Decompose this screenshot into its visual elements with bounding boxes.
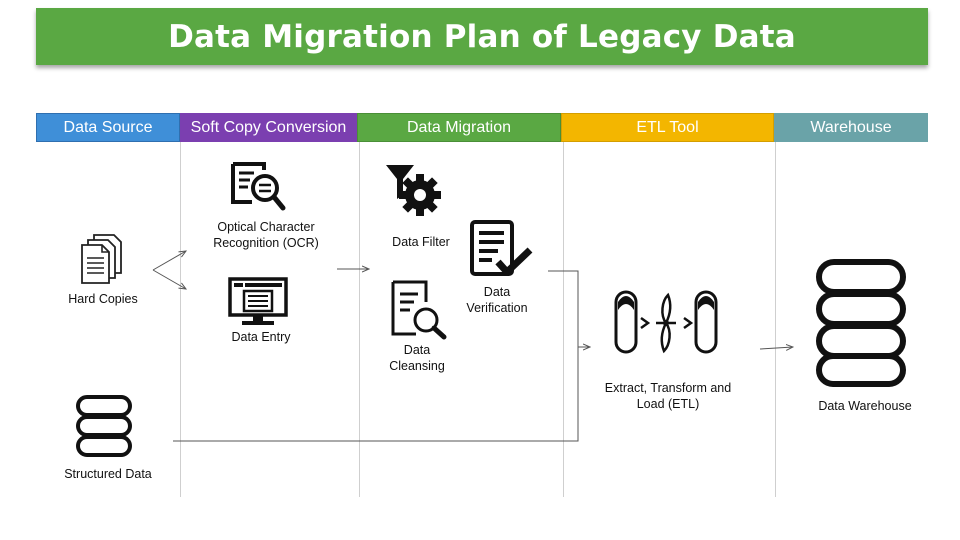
arrow-hardcopies-to-ocr	[152, 251, 186, 271]
line-structured-to-etl	[173, 347, 579, 442]
database-icon	[815, 258, 907, 393]
arrow-hardcopies-to-dataentry	[152, 269, 186, 289]
lane-divider	[563, 142, 564, 497]
structured-data-label: Structured Data	[64, 467, 152, 481]
data-cleansing-label-line2: Cleansing	[389, 359, 445, 373]
title-banner: Data Migration Plan of Legacy Data	[36, 8, 928, 65]
data-verification-label-line2: Verification	[466, 301, 528, 315]
hard-copies-label: Hard Copies	[68, 292, 138, 306]
arrow-verification-to-etl	[548, 270, 590, 347]
ocr-label-line1: Optical Character	[217, 220, 315, 234]
arrow-etl-to-warehouse	[759, 347, 793, 349]
documents-icon	[80, 233, 124, 290]
data-verification-label-line1: Data	[483, 285, 511, 299]
database-icon	[76, 395, 132, 462]
page-title: Data Migration Plan of Legacy Data	[168, 18, 796, 55]
data-cleansing-label-line1: Data	[403, 343, 431, 357]
data-filter-label: Data Filter	[392, 235, 450, 249]
ocr-label-line2: Recognition (OCR)	[213, 236, 319, 250]
data-entry-label: Data Entry	[231, 330, 291, 344]
monitor-form-icon	[228, 277, 288, 332]
data-warehouse-label: Data Warehouse	[818, 399, 912, 413]
lane-divider	[359, 142, 360, 497]
lane-header-data-source: Data Source	[36, 113, 180, 142]
filter-gear-icon	[384, 163, 442, 224]
etl-label-line1: Extract, Transform and	[604, 381, 732, 395]
document-search-icon	[230, 162, 286, 217]
etl-label-line2: Load (ETL)	[636, 397, 700, 411]
document-check-icon	[470, 220, 534, 285]
lane-header-etl-tool: ETL Tool	[561, 113, 774, 142]
lane-header-warehouse: Warehouse	[774, 113, 928, 142]
lane-divider	[775, 142, 776, 497]
etl-pipeline-icon	[612, 288, 720, 363]
lane-header-data-migration: Data Migration	[357, 113, 561, 142]
lane-header-soft-copy-conversion: Soft Copy Conversion	[180, 113, 357, 142]
lane-divider	[180, 142, 181, 497]
document-magnifier-icon	[390, 280, 448, 345]
